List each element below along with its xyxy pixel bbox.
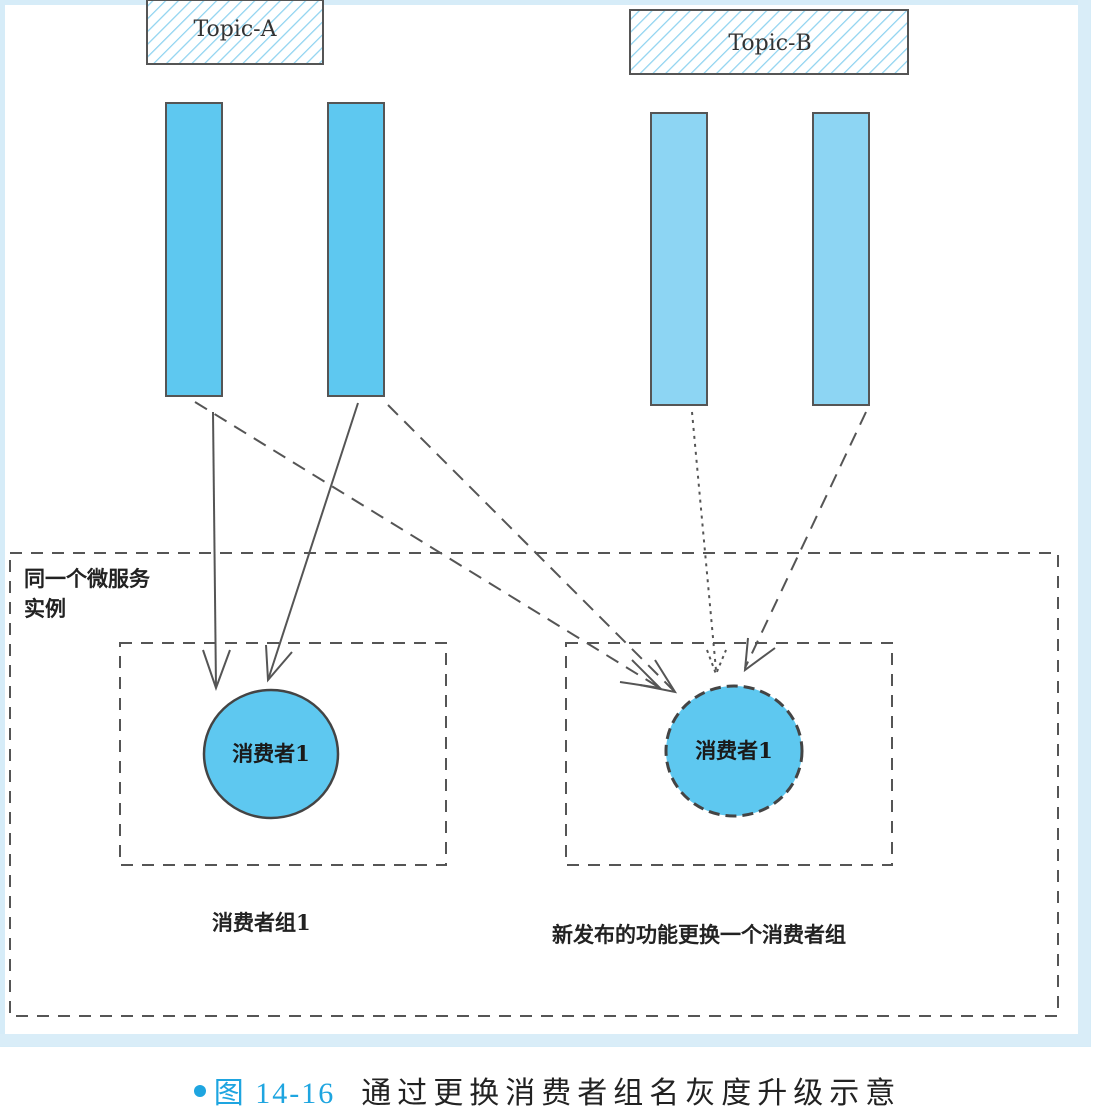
arrows-topic-a-to-group-2 xyxy=(194,401,678,694)
caption-bullet-icon xyxy=(193,1085,206,1097)
consumer-node-1-label: 消费者1 xyxy=(232,741,310,766)
topic-b-box xyxy=(629,9,909,75)
arrows-topic-a-to-group-1 xyxy=(202,402,359,691)
consumer-group-1-label: 消费者组1 xyxy=(212,910,311,935)
arrows-topic-b-to-group-2 xyxy=(691,411,867,677)
topic-b-partition-2 xyxy=(812,112,870,406)
consumer-node-1-circle xyxy=(202,688,340,820)
consumer-group-2-label: 新发布的功能更换一个消费者组 xyxy=(552,922,846,947)
arrow-head xyxy=(639,659,678,694)
topic-b-partition-1 xyxy=(650,112,708,406)
topic-a-box xyxy=(146,0,324,65)
arrow-line xyxy=(212,411,217,689)
service-instance-label-line2: 实例 xyxy=(24,596,66,621)
consumer-node-2: 消费者1 xyxy=(664,684,804,818)
topic-b-label: Topic-B xyxy=(728,31,811,56)
arrow-head xyxy=(743,637,776,673)
arrow-line-dashed xyxy=(387,404,676,693)
service-instance-box xyxy=(9,552,1059,1017)
arrow-line-dotted xyxy=(691,411,717,671)
consumer-node-2-label: 消费者1 xyxy=(695,738,773,763)
arrow-head xyxy=(202,649,231,691)
topic-a: Topic-A xyxy=(146,0,324,65)
topic-b: Topic-B xyxy=(629,9,909,75)
figure-title: 通过更换消费者组名灰度升级示意 xyxy=(361,1076,902,1111)
arrow-line-dashed xyxy=(744,411,867,669)
arrow-head xyxy=(265,644,293,683)
arrow-line xyxy=(267,402,359,681)
figure-border xyxy=(0,0,1091,1047)
consumer-node-1: 消费者1 xyxy=(202,688,340,820)
figure-number: 图 14-16 xyxy=(213,1077,336,1110)
figure-border-right xyxy=(1078,0,1090,1046)
arrow-head-dotted xyxy=(706,649,727,677)
service-instance-label-line1: 同一个微服务 xyxy=(24,566,151,591)
figure-border-bottom xyxy=(0,1034,1090,1046)
consumer-node-2-circle xyxy=(664,684,804,818)
topic-a-partition-1 xyxy=(165,102,223,397)
diagram-canvas: Topic-A Topic-B 同一个微服务 实例 消费者1 xyxy=(0,0,1091,1047)
topic-a-label: Topic-A xyxy=(194,17,278,42)
figure-caption: 图 14-16 通过更换消费者组名灰度升级示意 xyxy=(0,1068,1095,1112)
diagram-frame: Topic-A Topic-B 同一个微服务 实例 消费者1 xyxy=(0,0,1091,1047)
topic-a-partition-2 xyxy=(327,102,385,397)
